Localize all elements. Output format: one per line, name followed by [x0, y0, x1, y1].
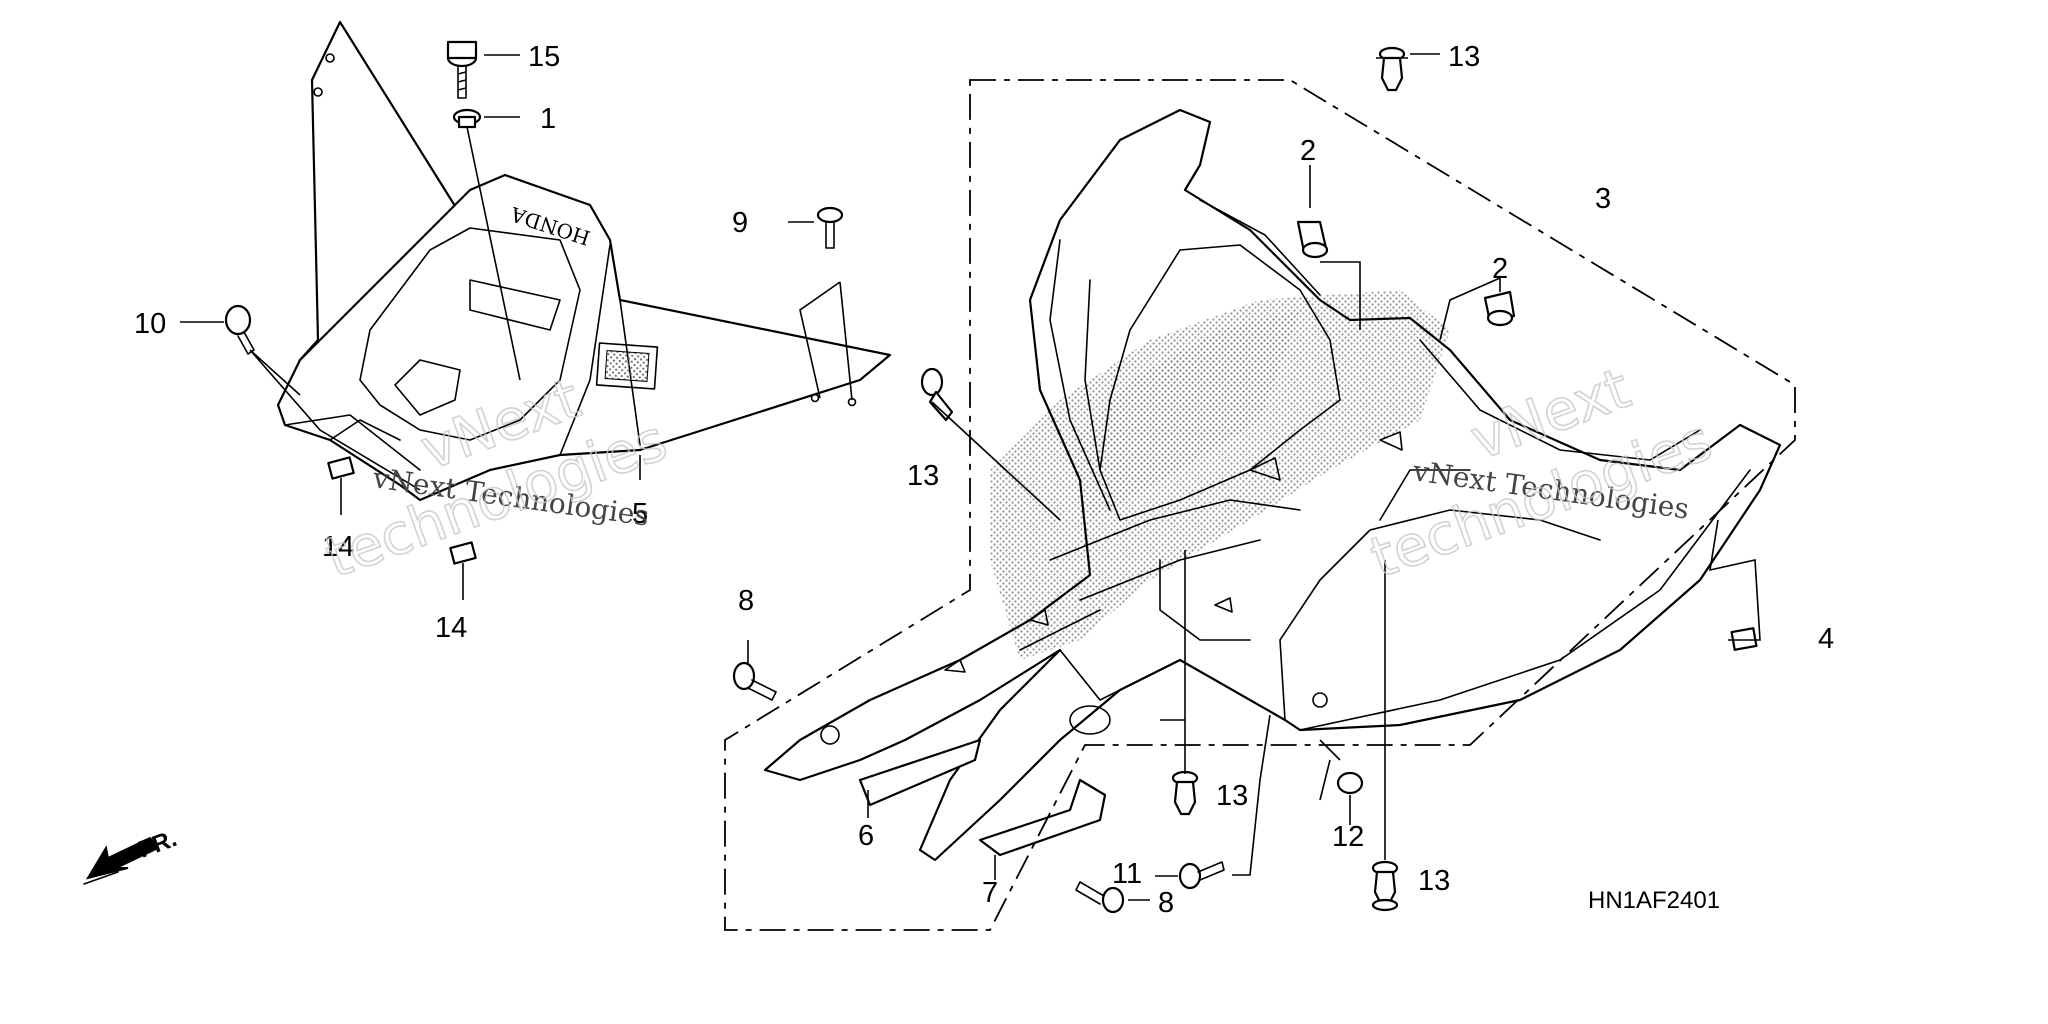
callout-3: 3	[1595, 183, 1611, 215]
fasteners	[224, 40, 1758, 914]
callout-11: 11	[1112, 858, 1142, 890]
callout-13-center: 13	[1216, 780, 1248, 812]
callout-13-bottom: 13	[1418, 865, 1450, 897]
side-cover-7	[978, 778, 1107, 857]
callout-13-top: 13	[1448, 41, 1480, 73]
callout-labels: 15 1 9 10 14 14 5 13 13 2 2 3 4 8 13 12 …	[134, 41, 1834, 919]
front-direction-arrow: FR.	[83, 825, 181, 885]
callout-8-upper: 8	[738, 585, 754, 617]
callout-12: 12	[1332, 821, 1364, 853]
leader-lines	[180, 53, 1761, 901]
callout-10: 10	[134, 308, 166, 340]
callout-5: 5	[632, 498, 648, 530]
callout-6: 6	[858, 820, 874, 852]
callout-1: 1	[540, 103, 556, 135]
callout-4: 4	[1818, 623, 1834, 655]
callout-8-lower: 8	[1158, 887, 1174, 919]
callout-2-lower: 2	[1492, 253, 1508, 285]
callout-2-upper: 2	[1300, 135, 1316, 167]
callout-7: 7	[982, 877, 998, 909]
side-cover-6	[858, 738, 982, 807]
callout-9: 9	[732, 207, 748, 239]
callout-14-right: 14	[435, 612, 467, 644]
callout-13-left: 13	[907, 460, 939, 492]
diagram-code: HN1AF2401	[1588, 887, 1720, 914]
rear-fender-part: HONDA	[276, 20, 892, 502]
callout-14-left: 14	[322, 531, 354, 563]
callout-15: 15	[528, 41, 560, 73]
assembly-boundary	[724, 79, 1796, 931]
front-label: FR.	[135, 825, 181, 864]
rear-cowl-part	[763, 108, 1782, 862]
